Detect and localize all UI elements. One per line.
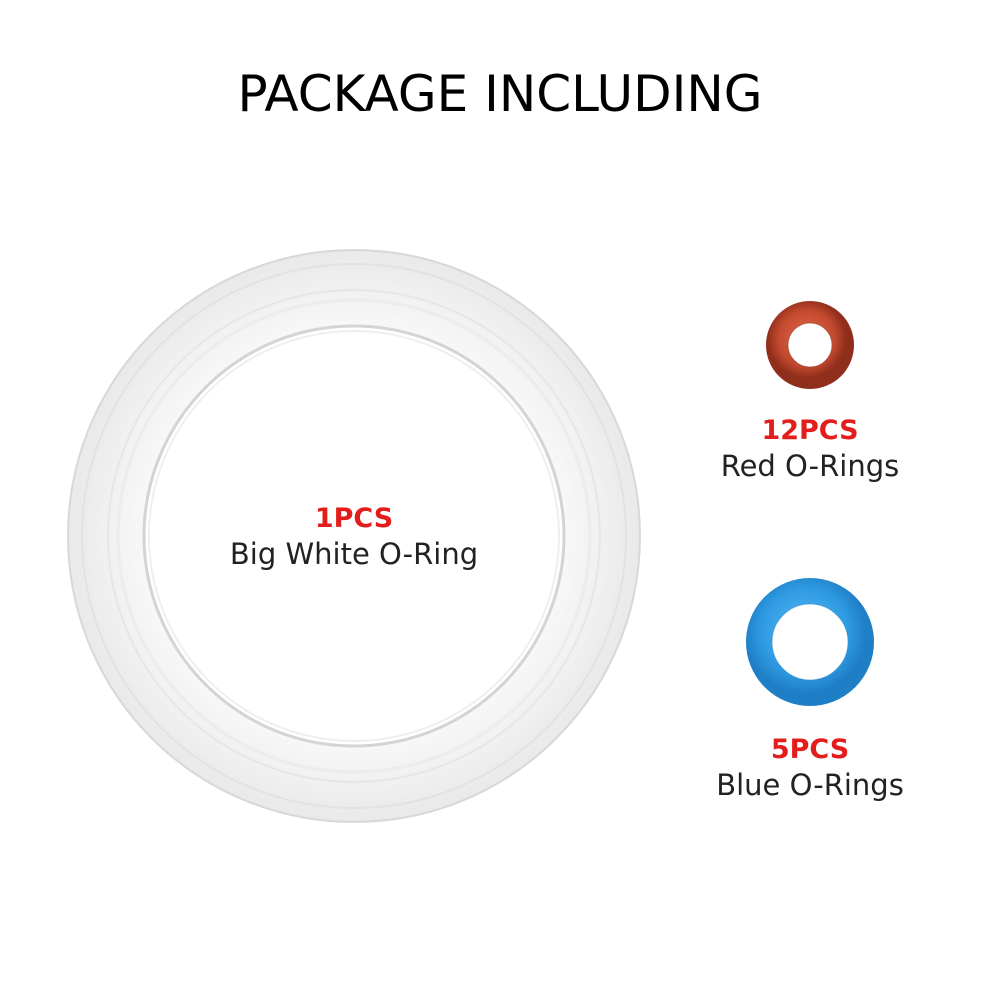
blue-ring-description: Blue O-Rings [716,767,904,802]
red-o-ring [766,301,854,389]
white-ring-description: Big White O-Ring [229,536,479,571]
big-white-o-ring [67,249,641,823]
blue-o-ring [746,578,874,706]
red-ring-description: Red O-Rings [720,448,900,483]
blue-ring-caption: 5PCS Blue O-Rings [680,733,940,803]
white-ring-quantity: 1PCS [314,503,394,534]
white-ring-caption: 1PCS Big White O-Ring [180,502,528,572]
red-ring-quantity: 12PCS [761,415,859,446]
blue-ring-quantity: 5PCS [770,734,850,765]
page-title: PACKAGE INCLUDING [237,65,763,123]
red-ring-caption: 12PCS Red O-Rings [680,414,940,484]
